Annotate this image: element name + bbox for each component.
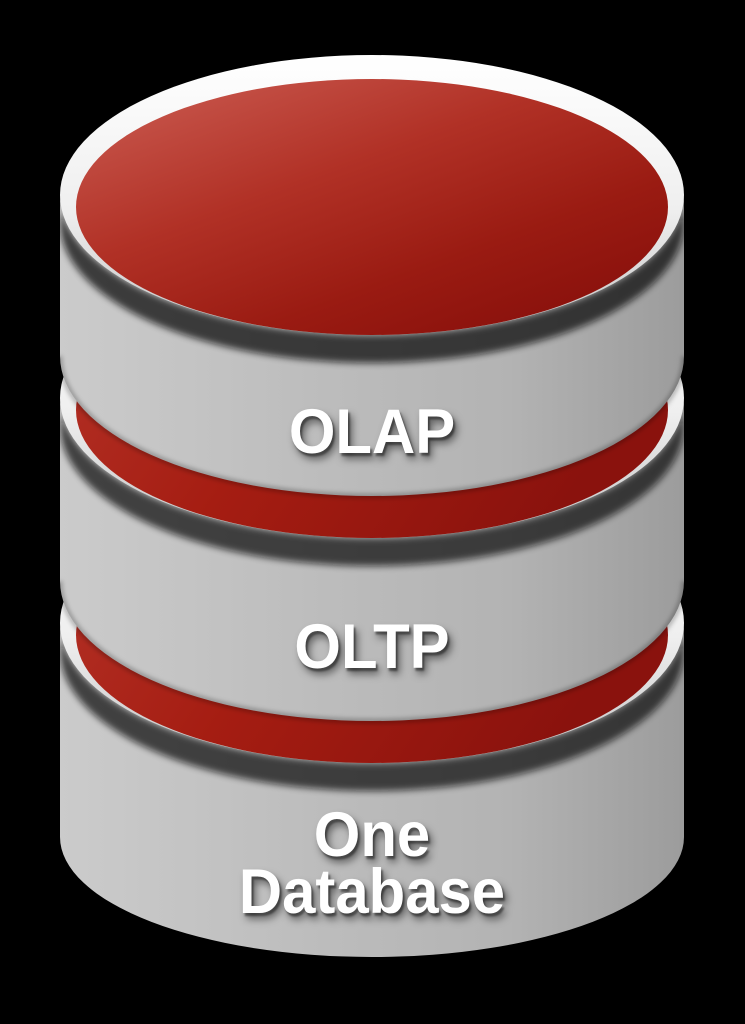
olap-bottom-edge-shadow — [57, 355, 687, 499]
segment-label-one-database-line2: Database — [238, 857, 506, 927]
segment-label-one-database: One Database — [238, 800, 506, 927]
segment-label-one-database-line1: One — [313, 800, 431, 870]
segment-label-olap: OLAP — [288, 397, 456, 467]
top-face — [76, 79, 668, 335]
oltp-bottom-edge-shadow — [57, 580, 687, 724]
segment-label-oltp: OLTP — [294, 612, 450, 682]
